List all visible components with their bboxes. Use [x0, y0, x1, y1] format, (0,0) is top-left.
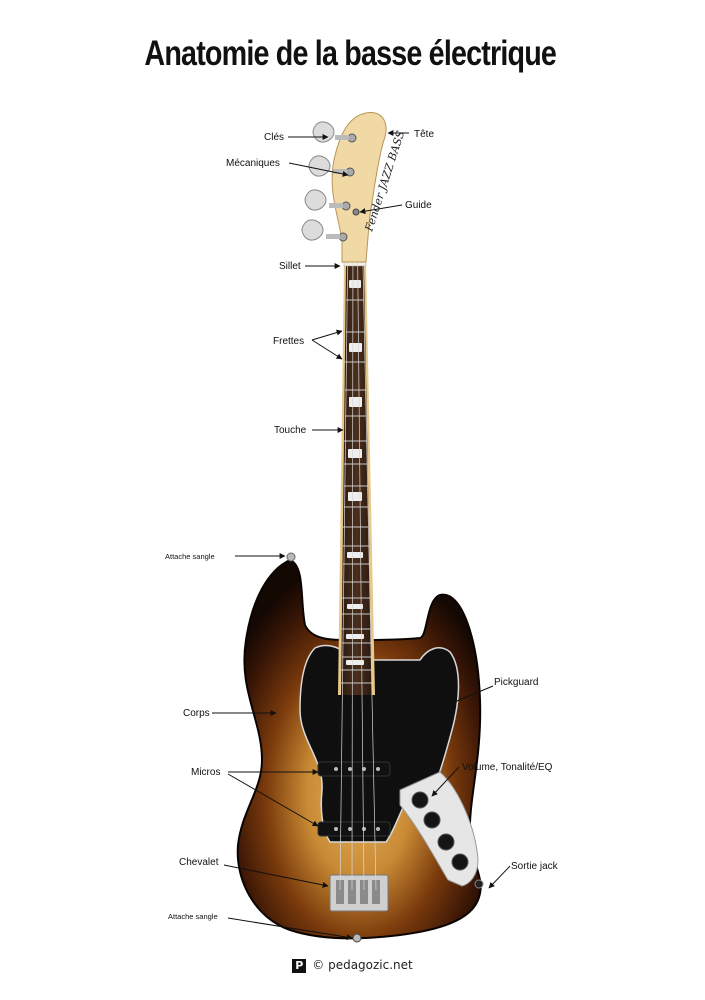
bridge-pickup — [317, 821, 391, 837]
label-chevalet: Chevalet — [179, 857, 219, 868]
headstock: Fender JAZZ BASS — [301, 112, 407, 263]
page-title: Anatomie de la basse électrique — [144, 34, 557, 73]
label-attache-sangle-bas: Attache sangle — [168, 912, 218, 921]
strap-button-bottom — [352, 933, 362, 943]
string-guide — [352, 208, 360, 216]
label-cles: Clés — [264, 132, 284, 143]
label-volume-tonalite: Volume, Tonalité/EQ — [462, 762, 553, 773]
part-labels: Clés Tête Mécaniques Guide Sillet Frette… — [165, 129, 559, 921]
label-micros: Micros — [191, 767, 220, 778]
label-corps: Corps — [183, 708, 210, 719]
bass-neck — [338, 169, 377, 891]
label-tete: Tête — [414, 129, 434, 140]
eq-knob[interactable] — [451, 853, 469, 871]
tuning-machines[interactable] — [326, 133, 357, 242]
tuning-keys[interactable] — [301, 121, 335, 241]
label-sillet: Sillet — [279, 261, 301, 272]
output-jack — [474, 879, 484, 889]
fingerboard — [341, 266, 372, 695]
pedagozic-logo: P — [292, 958, 307, 973]
label-attache-sangle-haut: Attache sangle — [165, 552, 215, 561]
strap-button-top — [286, 552, 296, 562]
label-frettes: Frettes — [273, 336, 304, 347]
leader-lines — [212, 130, 511, 941]
volume-knob-1[interactable] — [411, 791, 429, 809]
volume-knob-2[interactable] — [423, 811, 441, 829]
label-touche: Touche — [274, 425, 307, 436]
label-mecaniques: Mécaniques — [226, 158, 280, 169]
footer-site-link[interactable]: pedagozic.net — [328, 958, 413, 972]
label-sortie-jack: Sortie jack — [511, 861, 559, 872]
label-guide: Guide — [405, 200, 432, 211]
tone-knob[interactable] — [437, 833, 455, 851]
label-pickguard: Pickguard — [494, 677, 538, 688]
footer: P © pedagozic.net — [0, 958, 705, 973]
copyright-symbol: © — [312, 958, 325, 972]
